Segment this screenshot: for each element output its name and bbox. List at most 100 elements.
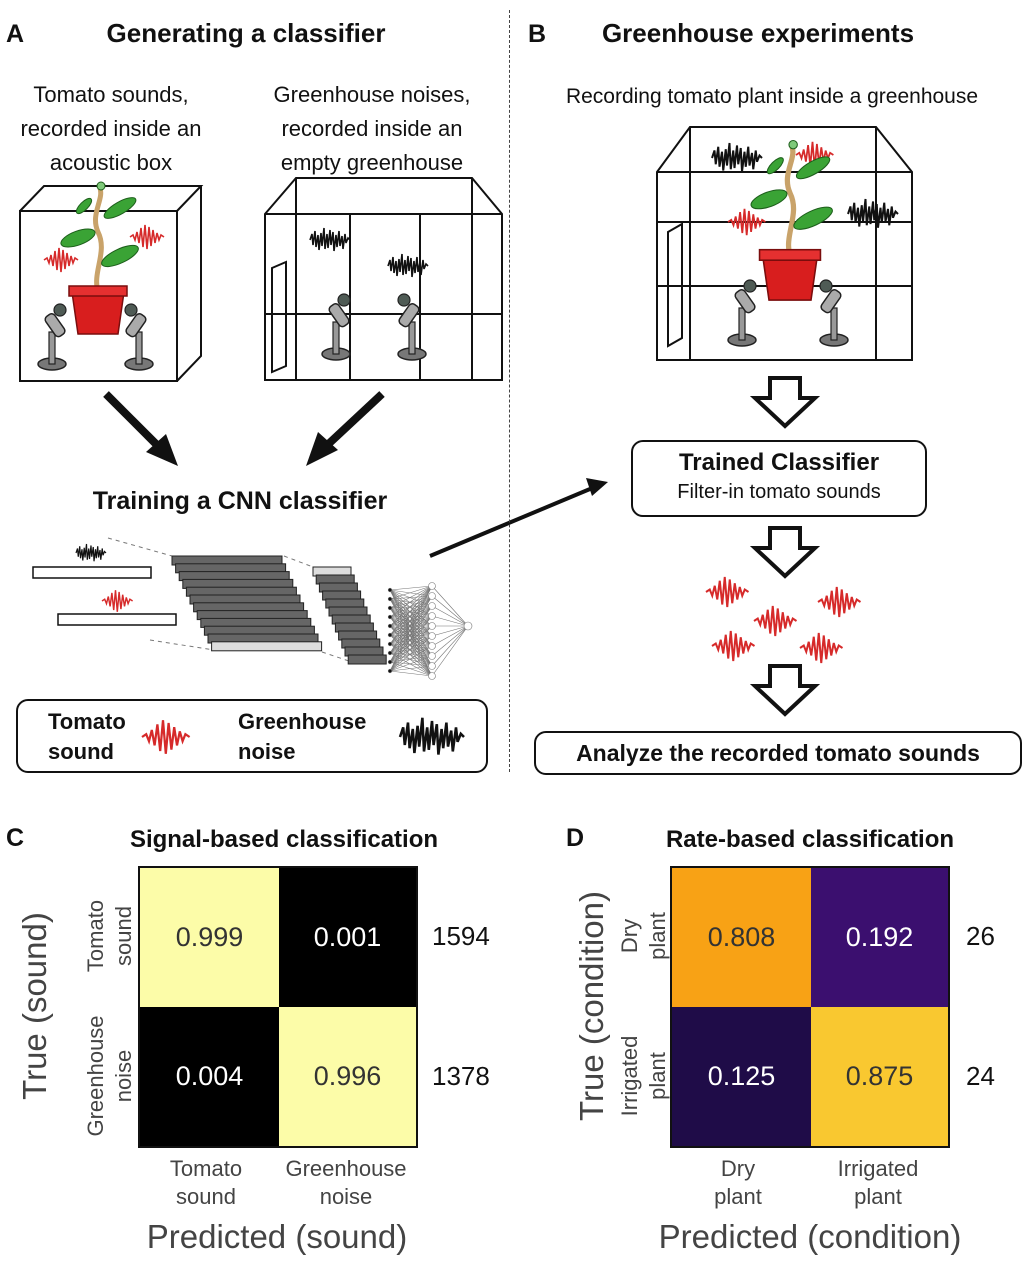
nn-node xyxy=(387,641,393,647)
nn-edge xyxy=(389,598,433,627)
panel-d-letter: D xyxy=(566,824,585,852)
nn-node xyxy=(428,582,436,590)
nn-node xyxy=(428,632,436,640)
cm-d-cell-0-0: 0.808 xyxy=(672,868,811,1007)
chart-c-ytick-1: Greenhouse noise xyxy=(82,986,142,1166)
nn-node xyxy=(428,622,436,630)
nn-node xyxy=(428,592,436,600)
tick-line: Greenhouse xyxy=(83,1015,108,1137)
nn-edge xyxy=(389,589,433,657)
nn-node xyxy=(428,612,436,620)
chart-d-ytick-0: Dry plant xyxy=(616,866,676,1006)
nn-edge xyxy=(389,589,433,617)
nn-edge xyxy=(389,645,433,672)
nn-edge xyxy=(389,589,433,627)
nn-edge xyxy=(389,585,433,609)
nn-edge xyxy=(389,605,433,627)
analyze-box: Analyze the recorded tomato sounds xyxy=(534,731,1022,775)
nn-edge xyxy=(389,625,433,645)
nn-edge xyxy=(389,616,433,637)
panel-a-title: Generating a classifier xyxy=(106,18,386,48)
nn-edge xyxy=(389,615,433,627)
chart-c-ytick-0: Tomato sound xyxy=(82,866,142,1006)
nn-edge xyxy=(389,595,433,672)
nn-node xyxy=(387,587,393,593)
caption-line: acoustic box xyxy=(49,150,173,175)
nn-edge xyxy=(389,615,433,636)
legend-line: noise xyxy=(238,739,296,764)
cnn-diagram xyxy=(32,478,608,680)
panel-divider xyxy=(509,10,510,772)
nn-edge xyxy=(431,625,469,677)
caption-line: Greenhouse noises, xyxy=(273,82,471,107)
nn-edge xyxy=(389,615,433,645)
nn-edge xyxy=(389,634,433,647)
nn-edge xyxy=(389,643,433,657)
nn-node xyxy=(387,650,393,656)
chart-c-row-count-0: 1594 xyxy=(432,921,490,951)
nn-edge xyxy=(389,598,433,657)
trained-classifier-title: Trained Classifier xyxy=(678,449,880,476)
tick-line: Tomato xyxy=(169,1156,243,1181)
nn-node xyxy=(387,659,393,665)
nn-edge xyxy=(389,616,433,657)
nn-edge xyxy=(431,625,469,647)
nn-edge xyxy=(389,665,433,672)
nn-edge xyxy=(389,605,433,609)
tick-line: plant xyxy=(854,1184,902,1209)
nn-edge xyxy=(389,589,433,647)
chart-c-xtick-0: Tomato sound xyxy=(150,1155,262,1211)
nn-edge xyxy=(389,598,433,617)
trained-classifier-box: Trained Classifier Filter-in tomato soun… xyxy=(631,440,927,517)
tick-line: Irrigated xyxy=(837,1156,919,1181)
tick-line: Dry xyxy=(617,918,642,954)
nn-edge xyxy=(389,625,433,636)
cm-c-cell-1-1: 0.996 xyxy=(279,1007,416,1146)
nn-edge xyxy=(389,645,433,654)
noise-legend-label: Greenhouse noise xyxy=(238,707,366,767)
cm-d-cell-1-1: 0.875 xyxy=(811,1007,948,1146)
nn-edge xyxy=(389,598,433,637)
nn-edge xyxy=(431,625,469,637)
chart-d-matrix: 0.808 0.192 0.125 0.875 xyxy=(670,866,950,1148)
nn-edge xyxy=(389,595,433,609)
nn-edge xyxy=(389,634,433,637)
panel-b-letter: B xyxy=(528,20,547,48)
nn-edge xyxy=(389,605,433,636)
nn-edge xyxy=(389,635,433,663)
nn-edge xyxy=(389,652,433,657)
nn-edge xyxy=(389,661,433,677)
nn-node xyxy=(387,623,393,629)
nn-node xyxy=(428,652,436,660)
caption-line: empty greenhouse xyxy=(280,150,464,175)
cm-d-cell-1-0: 0.125 xyxy=(672,1007,811,1146)
nn-edge xyxy=(389,585,433,618)
chart-c-matrix: 0.999 0.001 0.004 0.996 xyxy=(138,866,418,1148)
nn-edge xyxy=(389,643,433,667)
nn-edge xyxy=(431,625,469,667)
caption-line: recorded inside an xyxy=(20,116,202,141)
nn-edge xyxy=(389,589,433,637)
nn-node xyxy=(428,662,436,670)
nn-edge xyxy=(389,585,433,645)
chart-c-row-count-1: 1378 xyxy=(432,1061,490,1091)
nn-node xyxy=(387,614,393,620)
nn-edge xyxy=(389,635,433,654)
nn-edge xyxy=(389,615,433,618)
conv-layer xyxy=(211,641,323,652)
tick-line: sound xyxy=(176,1184,236,1209)
chart-c-ylabel: True (sound) xyxy=(16,912,53,1100)
nn-node xyxy=(428,642,436,650)
panel-c-letter: C xyxy=(6,824,25,852)
tick-line: Tomato xyxy=(83,899,108,973)
nn-edge xyxy=(389,585,433,627)
nn-edge xyxy=(389,643,433,647)
caption-line: recorded inside an xyxy=(281,116,463,141)
nn-edge xyxy=(389,634,433,657)
nn-edge xyxy=(389,635,433,645)
nn-edge xyxy=(389,607,433,657)
tick-line: noise xyxy=(319,1184,373,1209)
nn-edge xyxy=(389,607,433,617)
cm-c-cell-0-0: 0.999 xyxy=(140,868,279,1007)
chart-c-xtick-1: Greenhouse noise xyxy=(268,1155,424,1211)
